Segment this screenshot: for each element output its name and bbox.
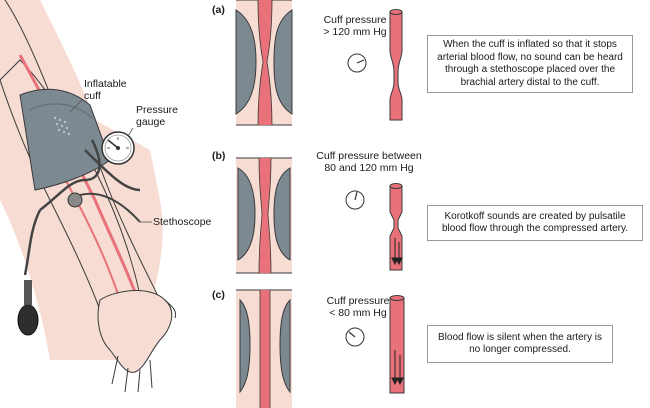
leader-lines (69, 99, 152, 223)
label-pressure-gauge: Pressure gauge (136, 104, 179, 128)
hand (97, 290, 173, 373)
panel-c-art (236, 289, 405, 408)
panel-b-cuff-pressure: Cuff pressure between 80 and 120 mm Hg (316, 150, 422, 174)
panel-a-description: When the cuff is inflated so that it sto… (427, 35, 633, 93)
panel-c-description: Blood flow is silent when the artery is … (427, 325, 613, 363)
pressure-gauge-icon (101, 131, 135, 165)
panel-a-cuff-pressure: Cuff pressure > 120 mm Hg (323, 14, 387, 38)
stethoscope-tube (79, 192, 141, 223)
cuff-tubing (39, 139, 101, 211)
panel-c-cuff-pressure: Cuff pressure < 80 mm Hg (326, 295, 390, 319)
arm-illustration (0, 0, 177, 393)
stethoscope-chestpiece (67, 192, 83, 208)
panel-a-letter: (a) (212, 4, 225, 16)
panel-b-description: Korotkoff sounds are created by pulsatil… (427, 205, 643, 241)
label-stethoscope: Stethoscope (153, 216, 212, 228)
panel-b-letter: (b) (212, 150, 226, 162)
panel-c-letter: (c) (212, 289, 225, 301)
inflation-bulb (17, 304, 39, 336)
panel-b-art (236, 157, 403, 274)
panel-a-art (235, 0, 403, 126)
label-inflatable-cuff: Inflatable cuff (84, 78, 127, 102)
